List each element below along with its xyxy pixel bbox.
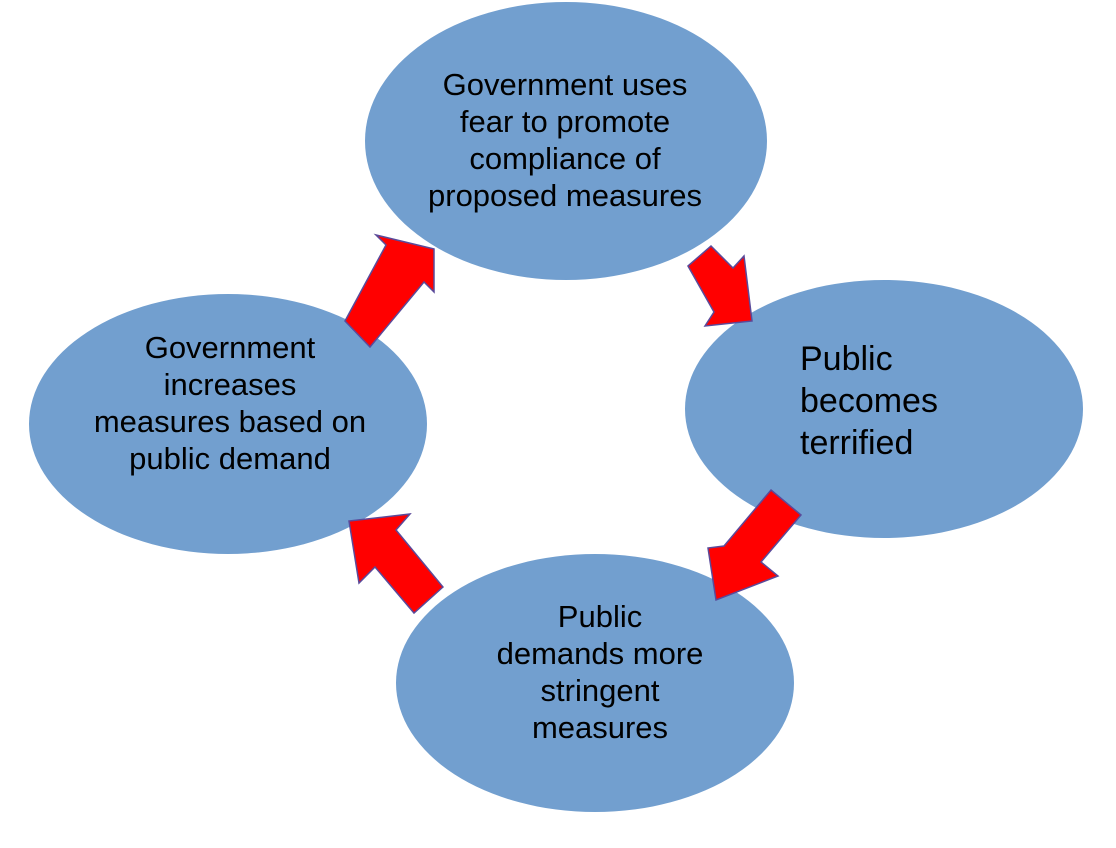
node-bottom-line-3: stringent	[540, 673, 660, 708]
node-right-label: Public becomes terrified	[800, 340, 1000, 462]
node-left-line-3: measures based on	[93, 404, 367, 439]
node-bottom-ellipse	[396, 554, 794, 812]
node-bottom-line-1: Public	[557, 599, 643, 634]
arrow-right-to-bottom	[707, 488, 803, 602]
node-left-ellipse	[29, 294, 427, 554]
node-top-line-1: Government uses	[442, 67, 688, 102]
node-left-line-1: Government	[144, 330, 316, 365]
node-left-label: Government increases measures based on p…	[40, 323, 420, 483]
arrow-bottom-to-left	[348, 513, 445, 615]
node-right-line-2: becomes	[800, 382, 938, 420]
node-bottom-line-2: demands more	[496, 636, 704, 671]
node-top-ellipse	[365, 2, 767, 280]
node-left-line-2: increases	[163, 367, 297, 402]
node-bottom-label: Public demands more stringent measures	[410, 592, 790, 752]
node-right-line-1: Public	[800, 340, 893, 378]
node-left-line-4: public demand	[129, 441, 331, 476]
node-right-line-3: terrified	[800, 424, 914, 462]
arrow-top-to-right	[687, 244, 753, 327]
arrow-left-to-top	[344, 233, 435, 349]
node-top-line-3: compliance of	[469, 141, 661, 176]
node-top-line-2: fear to promote	[459, 104, 671, 139]
node-top-line-4: proposed measures	[428, 178, 702, 213]
node-bottom-line-4: measures	[531, 710, 669, 745]
node-top-label: Government uses fear to promote complian…	[365, 60, 765, 220]
node-right-ellipse	[685, 280, 1083, 538]
